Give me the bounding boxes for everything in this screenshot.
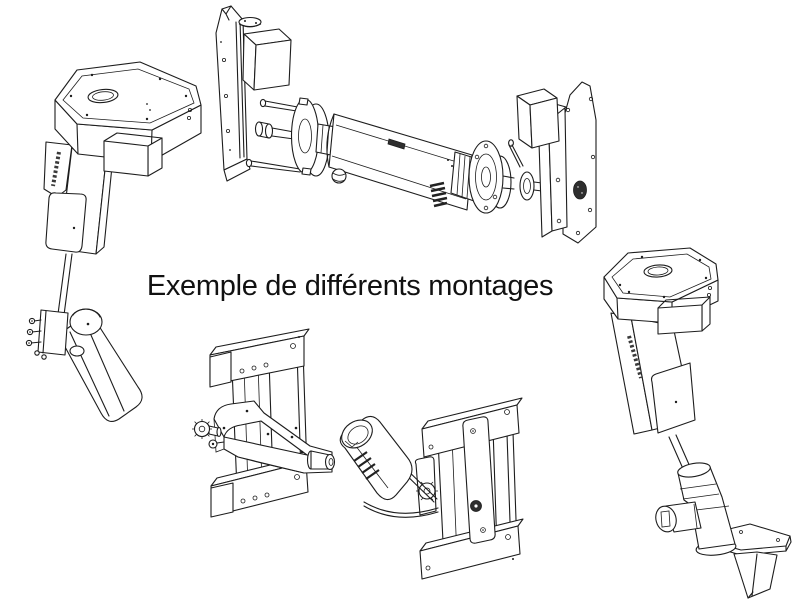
figure-panel-bracket-handle (339, 397, 524, 580)
tube-label (387, 138, 406, 150)
slide-bar (462, 416, 496, 544)
piston-rod (57, 253, 73, 316)
gear-housing (192, 400, 336, 474)
bolt (259, 98, 267, 108)
dark-port-hole (573, 180, 587, 200)
clamp-bracket (25, 309, 69, 360)
head-housing (54, 61, 202, 177)
lift-column (610, 312, 696, 472)
swivel-cylinder (655, 462, 737, 556)
spindle-hole (87, 88, 119, 104)
left-mounting-plate (215, 5, 292, 182)
figure-articulated-arm-left (25, 61, 202, 422)
figure-horizontal-actuator (215, 5, 597, 244)
bolt (245, 158, 253, 168)
spindle-hole (643, 264, 673, 278)
handle-assembly (339, 415, 439, 518)
flange-disc (468, 140, 504, 214)
handle-grip (60, 308, 143, 422)
head-housing (603, 247, 719, 335)
ratchet-joint (418, 482, 436, 500)
spring-coil (429, 181, 448, 208)
figure-panel-bracket-gear-housing (192, 328, 336, 518)
end-flange-assembly (450, 139, 543, 214)
flange-disc (290, 98, 320, 174)
right-mounting-plate (516, 81, 597, 244)
lift-column (43, 141, 115, 316)
page-title: Exemple de différents montages (146, 270, 554, 302)
piston-rod (668, 434, 692, 472)
main-tube (326, 113, 473, 211)
part-label-sticker (51, 151, 61, 187)
figure-articulated-arm-right (603, 247, 792, 599)
base-bracket (724, 523, 792, 599)
